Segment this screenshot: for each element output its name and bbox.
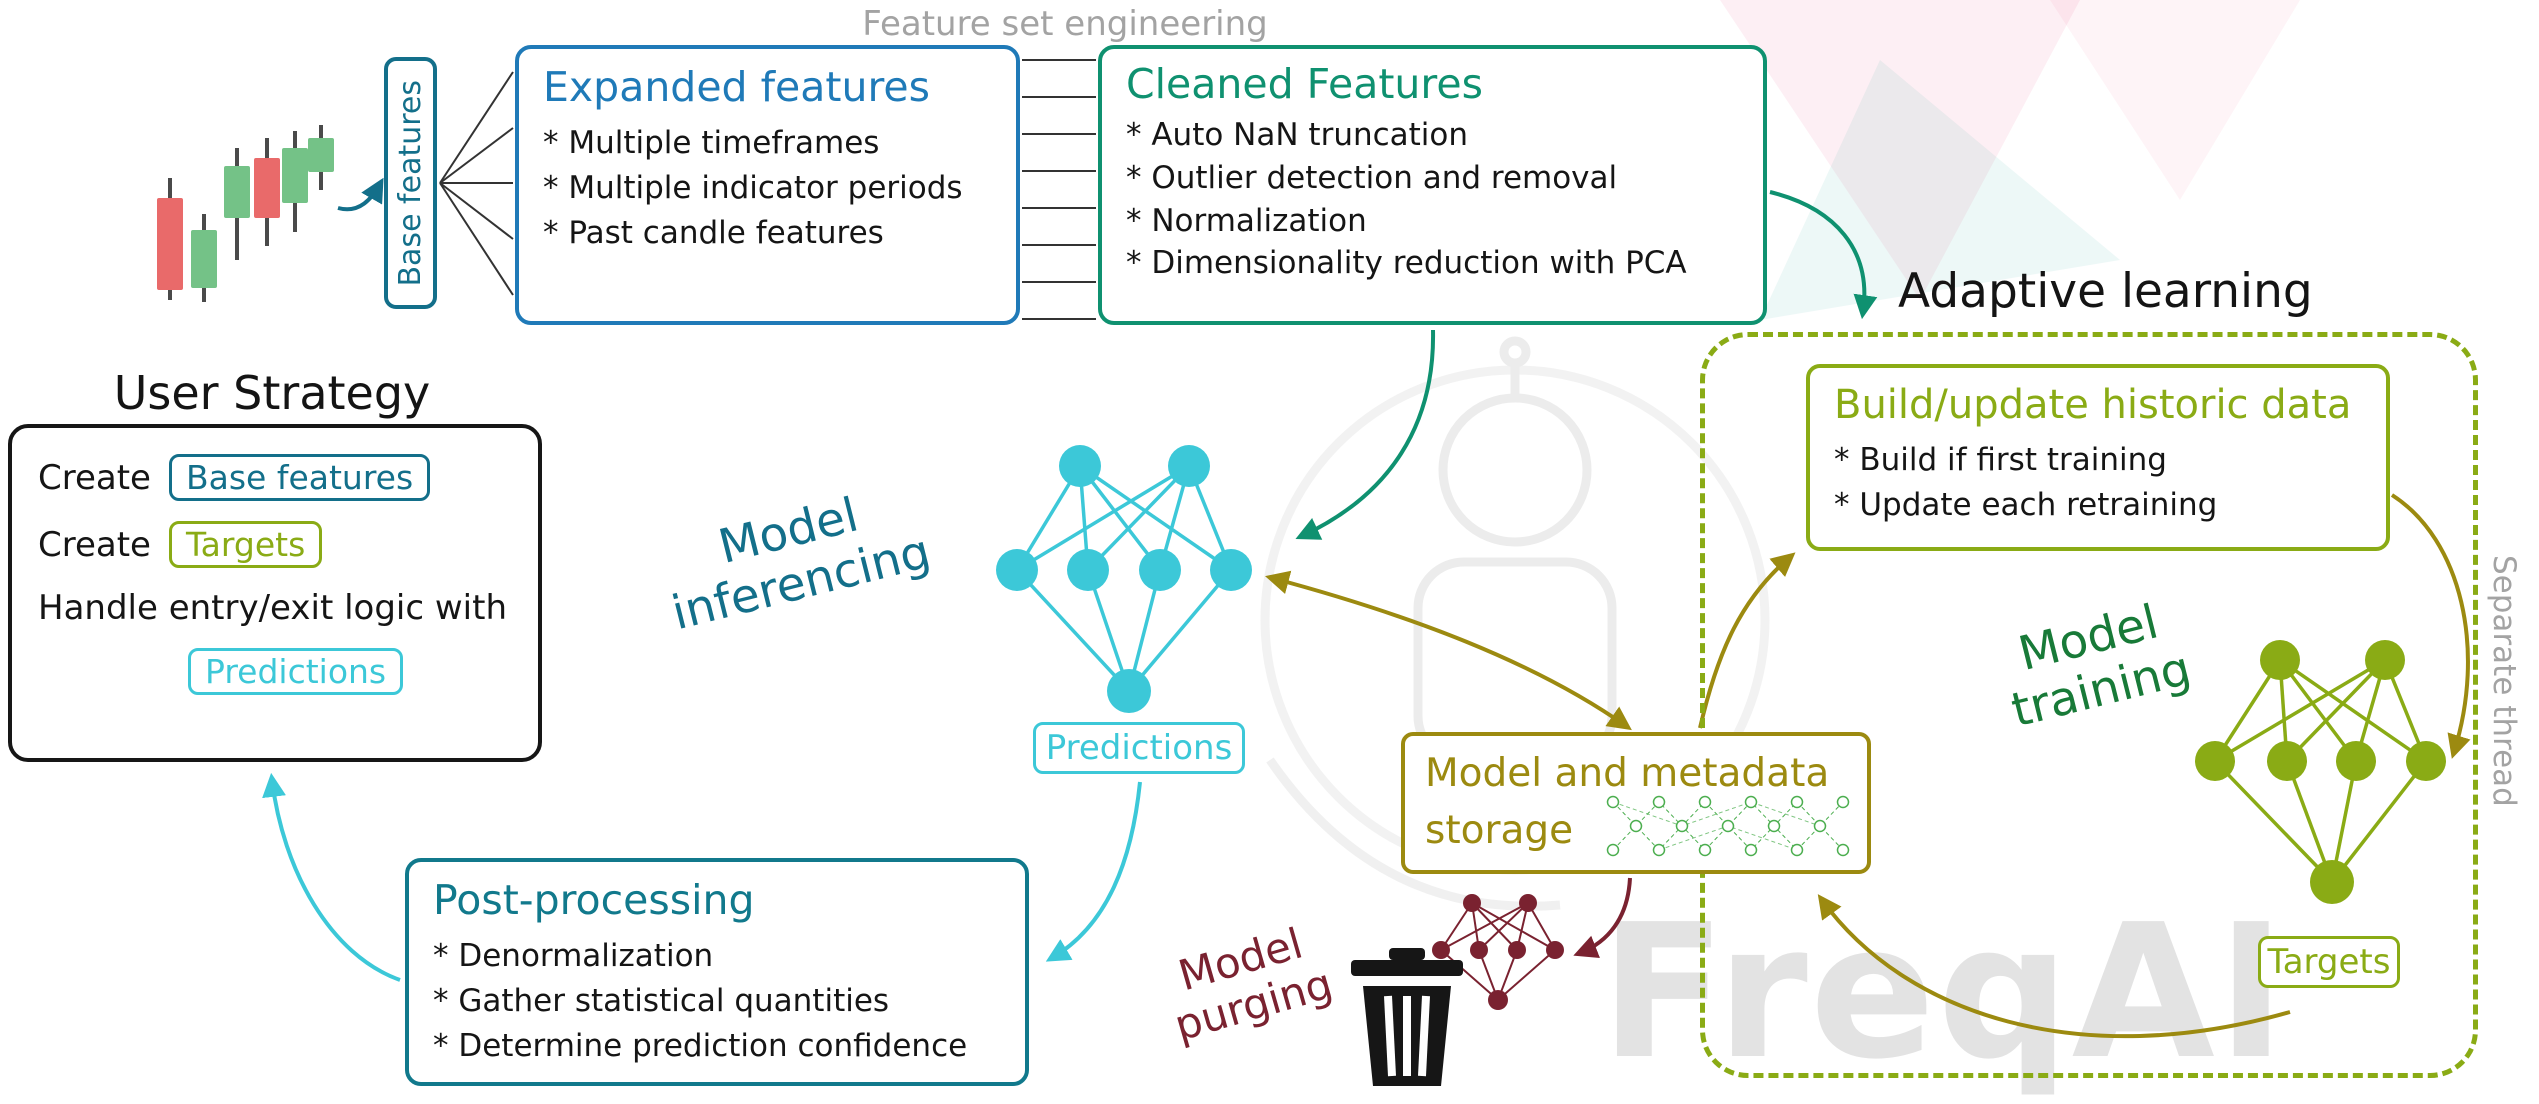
base-features-label: Base features (393, 79, 428, 287)
list-item: * Auto NaN truncation (1126, 117, 1469, 153)
list-item: * Update each retraining (1834, 486, 2218, 523)
build-update-title: Build/update historic data (1834, 382, 2352, 428)
expanded-features-box: Expanded features * Multiple timeframes … (515, 45, 1020, 325)
model-storage-line1: Model and metadata (1425, 751, 1830, 796)
post-processing-title: Post-processing (433, 876, 755, 924)
arrow-postprocessing-to-user-strategy (262, 772, 401, 982)
arrow-build-update-to-training-network (2390, 493, 2471, 759)
list-item: * Normalization (1126, 202, 1367, 239)
mini-network-icon (1606, 795, 1850, 857)
list-item: * Past candle features (543, 214, 884, 251)
model-storage-line2: storage (1425, 807, 1574, 853)
arrow-cleaned-to-inference-network (1295, 329, 1436, 540)
arrow-storage-to-build-update (1698, 552, 1796, 729)
cleaned-features-box: Cleaned Features * Auto NaN truncation *… (1098, 45, 1767, 325)
inference-neural-network-icon (996, 445, 1252, 713)
predictions-chip: Predictions (188, 648, 404, 695)
brand-watermark-shapes (1720, 0, 2300, 320)
post-processing-box: Post-processing * Denormalization * Gath… (405, 858, 1029, 1086)
arrow-storage-to-purged-network (1573, 877, 1632, 959)
fan-lines-base-to-expanded (439, 71, 514, 296)
list-item: * Dimensionality reduction with PCA (1126, 245, 1687, 282)
base-features-box: Base features (384, 57, 437, 309)
list-item: * Outlier detection and removal (1126, 159, 1618, 196)
lines-expanded-to-cleaned (1022, 59, 1096, 320)
model-storage-box: Model and metadata storage (1401, 732, 1871, 874)
base-features-chip: Base features (168, 454, 431, 501)
list-item: * Gather statistical quantities (433, 982, 890, 1019)
list-item: * Build if first training (1834, 442, 2167, 478)
create-label: Create (38, 524, 151, 565)
list-item: * Multiple timeframes (543, 125, 880, 161)
targets-chip: Targets (168, 521, 323, 568)
arrow-cleaned-to-adaptive-learning (1769, 190, 1878, 320)
build-update-historic-data-box: Build/update historic data * Build if fi… (1806, 364, 2390, 551)
user-strategy-heading: User Strategy (113, 366, 431, 420)
arrow-targets-to-storage (1817, 894, 2291, 1039)
expanded-features-title: Expanded features (543, 63, 930, 111)
handle-logic-label: Handle entry/exit logic with (38, 588, 507, 628)
candlestick-chart-icon (157, 125, 334, 302)
separate-thread-label: Separate thread (2486, 555, 2522, 807)
create-label: Create (38, 457, 151, 498)
user-strategy-box: Create Base features Create Targets Hand… (8, 424, 542, 762)
adaptive-learning-region (1700, 332, 2478, 1078)
list-item: * Denormalization (433, 938, 714, 974)
purged-neural-network-icon (1432, 894, 1564, 1010)
arrow-predictions-to-postprocessing (1045, 781, 1142, 962)
targets-tag: Targets (2258, 936, 2400, 988)
arrow-candles-to-base-features (337, 177, 384, 212)
feature-set-engineering-label: Feature set engineering (862, 4, 1268, 44)
list-item: * Multiple indicator periods (543, 169, 963, 206)
cleaned-features-title: Cleaned Features (1126, 60, 1483, 108)
adaptive-learning-heading: Adaptive learning (1898, 264, 2313, 319)
trash-can-icon (1351, 948, 1463, 1086)
list-item: * Determine prediction confidence (433, 1027, 968, 1064)
arrow-network-storage-bidirectional (1265, 570, 1632, 731)
training-neural-network-icon (2195, 640, 2446, 904)
predictions-tag: Predictions (1033, 722, 1245, 774)
